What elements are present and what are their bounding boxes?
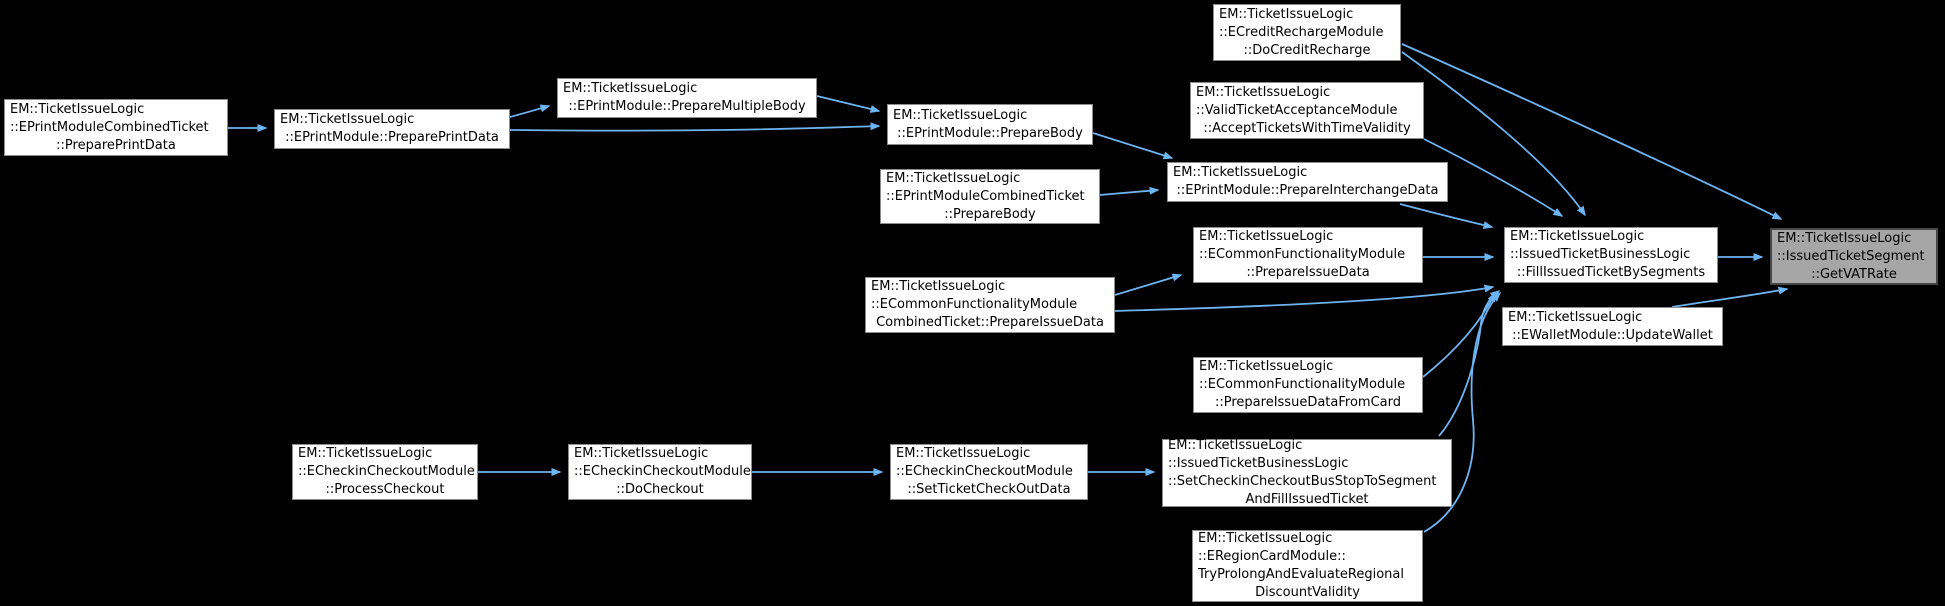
node-label: EM::TicketIssueLogic ::IssuedTicketBusin… [1168, 438, 1437, 489]
edge-prepareBodyCombined-prepareInterchangeData [1099, 186, 1160, 196]
node-set-ticket-checkout-data[interactable]: EM::TicketIssueLogic ::ECheckinCheckoutM… [890, 444, 1088, 500]
node-label: EM::TicketIssueLogic ::ECheckinCheckoutM… [574, 446, 751, 479]
node-label: EM::TicketIssueLogic [1508, 309, 1643, 325]
node-label: EM::TicketIssueLogic ::EPrintModuleCombi… [10, 101, 209, 135]
node-label: ::EPrintModule::PreparePrintData [285, 130, 499, 145]
node-prepare-body[interactable]: EM::TicketIssueLogic ::EPrintModule::Pre… [887, 104, 1093, 145]
node-label: ::AcceptTicketsWithTimeValidity [1203, 120, 1411, 136]
node-label: ::EPrintModule::PrepareMultipleBody [568, 99, 806, 114]
node-label: ::DoCreditRecharge [1243, 42, 1371, 58]
edge-setCheckinCheckout-fillIssuedTicket [1438, 290, 1501, 437]
node-label: EM::TicketIssueLogic ::ECheckinCheckoutM… [896, 446, 1073, 479]
edge-regionCard-fillIssuedTicket [1423, 291, 1502, 533]
node-label: EM::TicketIssueLogic ::IssuedTicketBusin… [1510, 229, 1691, 262]
node-label: EM::TicketIssueLogic ::ECommonFunctional… [1199, 359, 1406, 392]
node-label: CombinedTicket::PrepareIssueData [876, 315, 1104, 330]
node-label: ::EWalletModule::UpdateWallet [1512, 327, 1713, 343]
node-label: EM::TicketIssueLogic [893, 107, 1028, 123]
node-label: EM::TicketIssueLogic ::EPrintModuleCombi… [886, 170, 1085, 204]
node-prepare-multiple-body[interactable]: EM::TicketIssueLogic ::EPrintModule::Pre… [557, 78, 817, 118]
node-set-checkin-checkout-busstop[interactable]: EM::TicketIssueLogic ::IssuedTicketBusin… [1162, 438, 1452, 507]
node-label: EM::TicketIssueLogic ::ECommonFunctional… [1199, 229, 1406, 262]
node-do-credit-recharge[interactable]: EM::TicketIssueLogic ::ECreditRechargeMo… [1213, 4, 1401, 61]
node-label: ::GetVATRate [1811, 266, 1897, 282]
node-label: ::PrepareIssueDataFromCard [1215, 395, 1401, 410]
edge-prepareInterchangeData-fillIssuedTicket [1399, 203, 1494, 229]
node-label: ::EPrintModule::PrepareInterchangeData [1176, 183, 1439, 198]
edge-prepareBody-prepareInterchangeData [1092, 132, 1174, 160]
edge-doCreditRecharge-fillIssuedTicket [1401, 51, 1586, 217]
node-label: EM::TicketIssueLogic ::ERegionCardModule… [1198, 531, 1405, 582]
node-prepare-issue-data[interactable]: EM::TicketIssueLogic ::ECommonFunctional… [1193, 227, 1423, 283]
node-accept-tickets-with-time-validity[interactable]: EM::TicketIssueLogic ::ValidTicketAccept… [1190, 82, 1424, 139]
edge-prepareMultipleBody-prepareBody [816, 95, 881, 113]
node-do-checkout[interactable]: EM::TicketIssueLogic ::ECheckinCheckoutM… [568, 444, 752, 500]
edge-preparePrintData-prepareMultipleBody [509, 104, 551, 118]
node-label: ::SetTicketCheckOutData [907, 482, 1071, 497]
node-label: ::PrepareIssueData [1246, 265, 1370, 280]
edge-prepareIssueDataCombined-prepareIssueData [1114, 273, 1183, 296]
node-label: ::EPrintModule::PrepareBody [897, 125, 1083, 141]
node-prepare-print-data[interactable]: EM::TicketIssueLogic ::EPrintModule::Pre… [274, 109, 510, 149]
node-label: ::FillIssuedTicketBySegments [1516, 265, 1706, 280]
edge-prepareIssueDataCombined-fillIssuedTicket [1114, 284, 1495, 312]
node-label: EM::TicketIssueLogic ::ECheckinCheckoutM… [298, 446, 475, 479]
edge-doCreditRecharge-getVATRate [1401, 43, 1783, 220]
node-label: ::PrepareBody [944, 206, 1036, 222]
node-label: EM::TicketIssueLogic ::IssuedTicketSegme… [1777, 230, 1925, 264]
node-fill-issued-ticket-by-segments[interactable]: EM::TicketIssueLogic ::IssuedTicketBusin… [1504, 227, 1718, 283]
node-process-checkout[interactable]: EM::TicketIssueLogic ::ECheckinCheckoutM… [292, 444, 478, 500]
node-prepare-issue-data-from-card[interactable]: EM::TicketIssueLogic ::ECommonFunctional… [1193, 357, 1423, 413]
node-update-wallet[interactable]: EM::TicketIssueLogic ::EWalletModule::Up… [1502, 307, 1723, 346]
node-label: ::PreparePrintData [56, 137, 176, 153]
node-label: EM::TicketIssueLogic [563, 81, 698, 96]
edge-prepareIssueDataFromCard-fillIssuedTicket [1422, 291, 1496, 378]
node-prepare-body-combined[interactable]: EM::TicketIssueLogic ::EPrintModuleCombi… [880, 169, 1100, 224]
node-label: EM::TicketIssueLogic [1173, 165, 1308, 180]
node-region-card-discount[interactable]: EM::TicketIssueLogic ::ERegionCardModule… [1192, 530, 1423, 602]
node-label: ::ProcessCheckout [325, 482, 445, 497]
node-label: EM::TicketIssueLogic [280, 112, 415, 127]
node-label: ::DoCheckout [616, 482, 704, 497]
edge-acceptTickets-fillIssuedTicket [1423, 138, 1564, 217]
node-label: EM::TicketIssueLogic ::ECommonFunctional… [871, 279, 1078, 312]
node-label: AndFillIssuedTicket [1245, 492, 1369, 507]
edge-preparePrintData-prepareBody [509, 122, 881, 132]
node-get-vat-rate-target: EM::TicketIssueLogic ::IssuedTicketSegme… [1770, 228, 1938, 285]
node-label: EM::TicketIssueLogic ::ECreditRechargeMo… [1219, 6, 1384, 40]
node-prepare-issue-data-combined[interactable]: EM::TicketIssueLogic ::ECommonFunctional… [865, 277, 1115, 333]
node-label: EM::TicketIssueLogic ::ValidTicketAccept… [1196, 84, 1398, 118]
node-prepare-interchange-data[interactable]: EM::TicketIssueLogic ::EPrintModule::Pre… [1167, 162, 1448, 202]
node-prepare-print-data-combined[interactable]: EM::TicketIssueLogic ::EPrintModuleCombi… [4, 99, 228, 156]
node-label: DiscountValidity [1255, 585, 1360, 600]
edge-updateWallet-getVATRate [1671, 286, 1789, 308]
